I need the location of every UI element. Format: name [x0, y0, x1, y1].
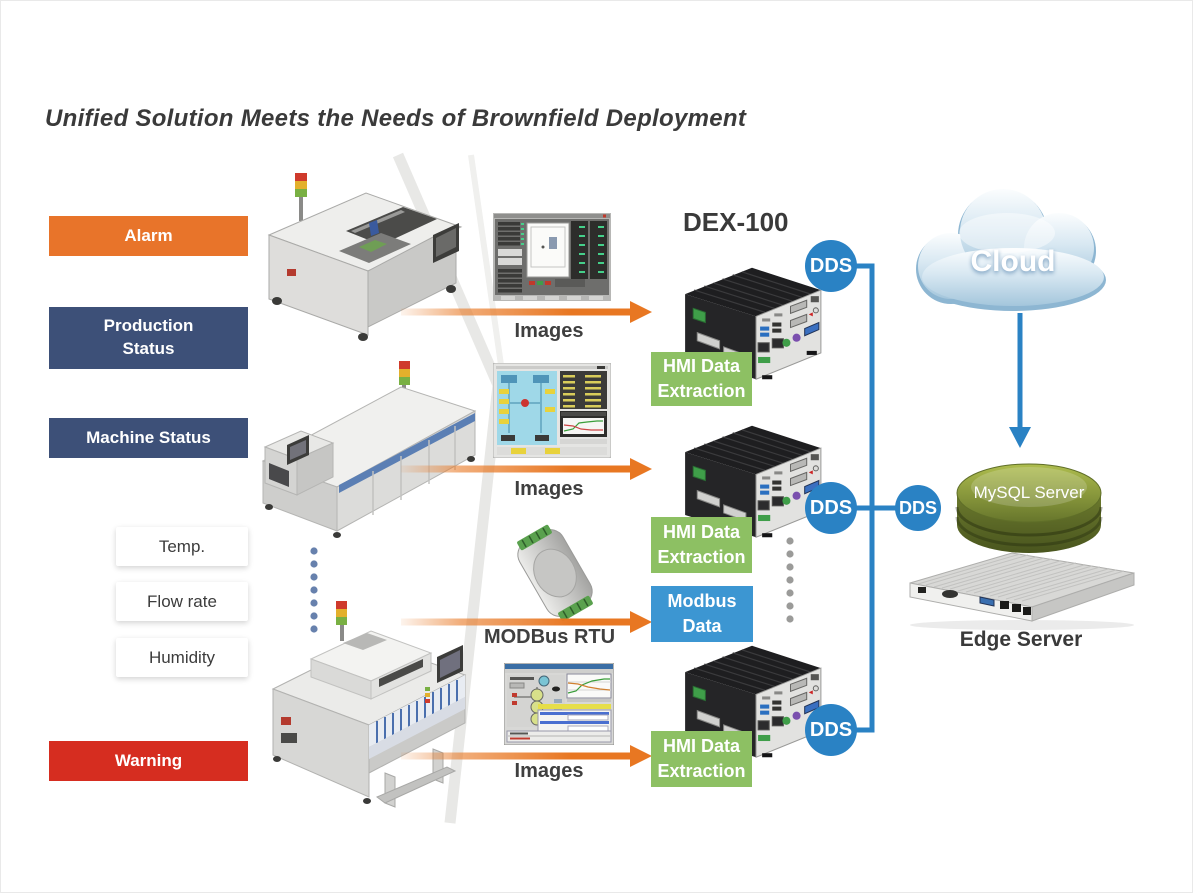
cloud-to-db-arrow: [1009, 313, 1031, 448]
caption-images-3: Images: [514, 760, 584, 782]
mysql-database-icon: [955, 463, 1103, 553]
banner-warning: Warning: [49, 741, 248, 781]
banner-machine-status: Machine Status: [49, 418, 248, 458]
machine-monitor: [287, 435, 309, 465]
dds-badge-2: DDS: [805, 482, 857, 534]
tag-hmi-data-extraction-2: HMI Data Extraction: [651, 517, 752, 573]
page-title: Unified Solution Meets the Needs of Brow…: [45, 105, 747, 132]
sensor-tag-temp: Temp.: [116, 527, 248, 566]
dex-gateway-device-2: [685, 425, 822, 539]
sensor-tag-flow-rate: Flow rate: [116, 582, 248, 621]
banner-alarm: Alarm: [49, 216, 248, 256]
hmi-screen-1: [493, 213, 611, 301]
smt-machine-illustration: [271, 601, 467, 808]
cloud-icon: [916, 189, 1106, 311]
dds-badge-1: DDS: [805, 240, 857, 292]
caption-images-2: Images: [514, 478, 584, 500]
dds-badge-3: DDS: [805, 704, 857, 756]
dex-100-title: DEX-100: [683, 207, 789, 237]
cloud-label: Cloud: [970, 245, 1056, 278]
tag-modbus-data: Modbus Data: [651, 586, 753, 642]
tag-hmi-data-extraction-1: HMI Data Extraction: [651, 352, 752, 406]
cnc-machine-illustration: [267, 173, 463, 341]
signal-tower-icon: [336, 601, 347, 641]
edge-server-label: Edge Server: [959, 628, 1083, 651]
sensor-tag-humidity: Humidity: [116, 638, 248, 677]
modbus-rtu-gateway: [517, 524, 593, 622]
signal-tower-icon: [295, 173, 307, 221]
hmi-screen-3: [504, 663, 614, 745]
dds-badge-4: DDS: [895, 485, 941, 531]
caption-modbus-rtu: MODBus RTU: [483, 626, 616, 648]
mysql-server-label: MySQL Server: [973, 483, 1085, 502]
ellipsis-dots-dex: [786, 537, 794, 623]
conveyor-machine-illustration: [261, 361, 477, 538]
caption-images-1: Images: [514, 320, 584, 342]
tag-hmi-data-extraction-3: HMI Data Extraction: [651, 731, 752, 787]
edge-server-device: [909, 552, 1135, 630]
banner-production-status: Production Status: [49, 307, 248, 369]
hmi-screen-2: [493, 363, 611, 458]
